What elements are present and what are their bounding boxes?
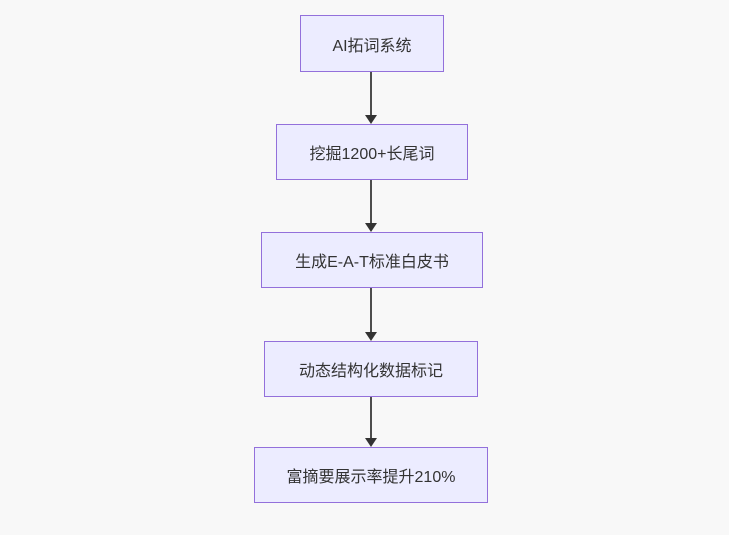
flow-node-label: 动态结构化数据标记 [298, 363, 443, 380]
flow-edge-line-a-b [370, 72, 372, 116]
flow-node-label: 挖掘1200+长尾词 [309, 146, 435, 163]
flow-node-label: 生成E-A-T标准白皮书 [295, 254, 449, 271]
arrow-down-icon [365, 332, 377, 341]
arrow-down-icon [365, 115, 377, 124]
flow-node-ai-keyword-system: AI拓词系统 [300, 15, 444, 72]
flow-node-rich-snippet-result: 富摘要展示率提升210% [254, 447, 488, 503]
flow-node-label: AI拓词系统 [332, 37, 412, 55]
flow-edge-line-d-e [370, 397, 372, 439]
flow-node-longtail-mining: 挖掘1200+长尾词 [276, 124, 468, 180]
flow-edge-line-b-c [370, 180, 372, 224]
flow-node-label: 富摘要展示率提升210% [286, 469, 456, 486]
flow-node-structured-data-markup: 动态结构化数据标记 [264, 341, 478, 397]
flow-edge-line-c-d [370, 288, 372, 333]
arrow-down-icon [365, 438, 377, 447]
arrow-down-icon [365, 223, 377, 232]
flow-node-eat-whitepaper: 生成E-A-T标准白皮书 [261, 232, 483, 288]
